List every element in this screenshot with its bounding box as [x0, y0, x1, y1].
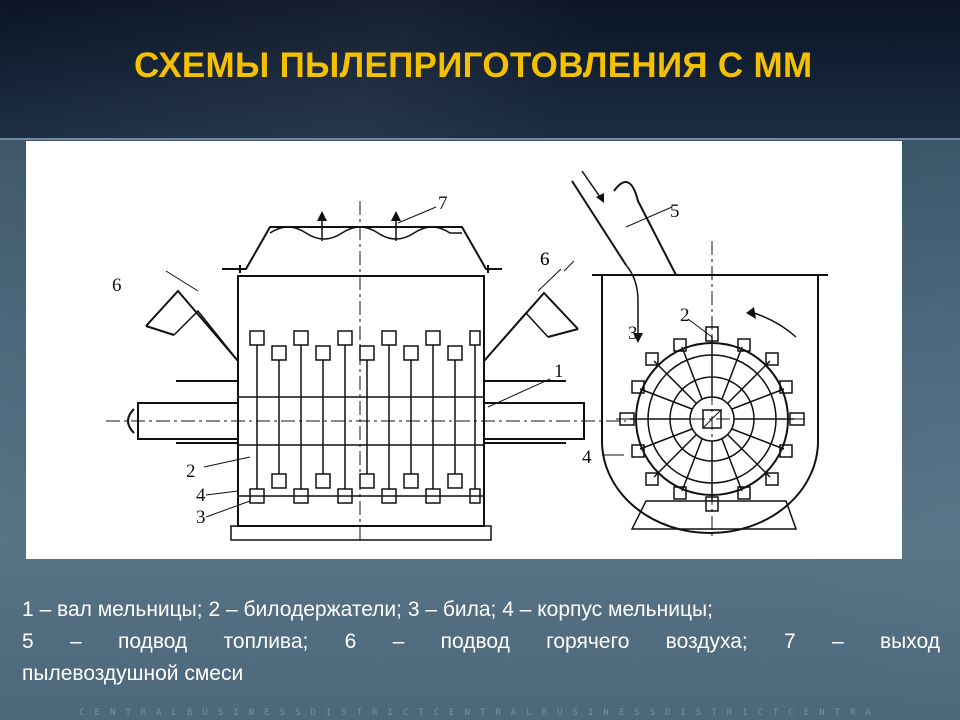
label-6-left-view-right: 6 [540, 249, 550, 270]
label-3-right: 3 [628, 323, 638, 344]
slide-title: СХЕМЫ ПЫЛЕПРИГОТОВЛЕНИЯ С ММ [134, 46, 813, 85]
mill-base [230, 525, 492, 541]
hood-wave [269, 226, 462, 240]
legend-caption: 1 – вал мельницы; 2 – билодержатели; 3 –… [22, 594, 940, 690]
rotation-direction-arrow [753, 312, 797, 338]
rotation-arrow [127, 408, 135, 434]
left-view [106, 201, 626, 541]
mill-housing [601, 275, 819, 534]
rotor-beaters [619, 326, 805, 512]
fuel-chute-left [571, 180, 627, 266]
label-5: 5 [670, 201, 680, 222]
diagram-svg: 7 6 6 1 2 4 3 5 6 2 3 4 [106, 170, 828, 541]
caption-line-2: 5 – подвод топлива; 6 – подвод горячего … [22, 630, 940, 653]
header-bar: СХЕМЫ ПЫЛЕПРИГОТОВЛЕНИЯ С ММ [0, 0, 960, 140]
right-air-duct [483, 291, 579, 401]
label-2-right: 2 [680, 305, 690, 326]
right-view [563, 170, 828, 536]
label-2-left: 2 [186, 461, 196, 482]
left-air-duct [145, 289, 239, 401]
caption-line-3: пылевоздушной смеси [22, 662, 244, 685]
caption-line-1: 1 – вал мельницы; 2 – билодержатели; 3 –… [22, 598, 713, 621]
label-6-right: 6 [540, 249, 550, 270]
housing-support [630, 500, 798, 530]
hammer-mill-diagram: 7 6 6 1 2 4 3 5 6 2 3 4 [26, 141, 902, 559]
label-4-left: 4 [196, 485, 206, 506]
label-4-right: 4 [582, 447, 592, 468]
label-7: 7 [438, 193, 448, 214]
header-shine [0, 0, 960, 138]
label-6-left: 6 [112, 275, 122, 296]
label-1: 1 [554, 361, 564, 382]
label-3-left: 3 [196, 507, 206, 528]
footer-watermark: CENTRALBUSINESSDISTRICTCENTRALBUSINESSDI… [79, 708, 881, 718]
hammer-columns [249, 330, 481, 504]
fuel-chute-right [613, 181, 677, 276]
